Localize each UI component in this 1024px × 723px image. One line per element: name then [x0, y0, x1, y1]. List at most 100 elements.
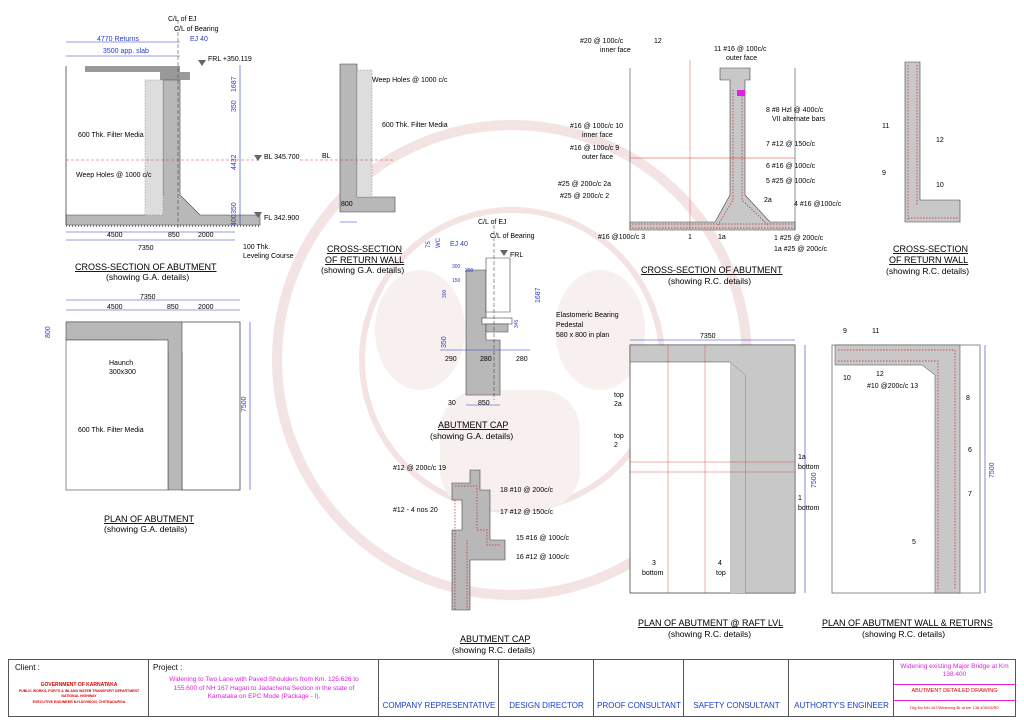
cap-bar-20: #12 - 4 nos 20 — [393, 507, 438, 514]
subtitle-plan-raft: (showing R.C. details) — [668, 629, 751, 639]
dim-4432: 4432 — [231, 154, 238, 170]
cs-return-ga — [300, 63, 396, 223]
rc-bar-7: 7 #12 @ 150c/c — [766, 141, 816, 148]
raft-top-2a: top — [614, 392, 624, 399]
dim-2000: 2000 — [198, 232, 214, 239]
title-cap-rc: ABUTMENT CAP — [460, 634, 530, 644]
company-rep-cell: COMPANY REPRESENTATIVE — [379, 660, 499, 716]
cap-cl-bearing: C/L of Bearing — [490, 233, 535, 240]
wall-bar-13: #10 @200c/c 13 — [867, 383, 918, 390]
exec-name: EXECUTIVE ENGINEER N.H.DIVISION, CHITRAD… — [32, 700, 126, 704]
rc-inner-face: inner face — [600, 47, 631, 54]
cap-bar-17: 17 #12 @ 150c/c — [500, 509, 554, 516]
wall-bar-9: 9 — [843, 328, 847, 335]
cl-bearing-label: C/L of Bearing — [174, 26, 219, 33]
title-cs-return-rc-2: OF RETURN WALL — [889, 255, 968, 265]
cap-280a: 280 — [480, 356, 492, 363]
weep-holes-2: Weep Holes @ 1000 c/c — [372, 77, 448, 84]
safety-cell: SAFETY CONSULTANT — [684, 660, 789, 716]
dim-850: 850 — [168, 232, 180, 239]
wall-bar-6: 6 — [968, 447, 972, 454]
rc-bar-4: 4 #16 @100c/c — [794, 201, 842, 208]
rc-bar-9: #16 @ 100c/c 9 — [570, 145, 619, 152]
plan-dim-800: 800 — [45, 326, 52, 338]
rc-bar-5: 5 #25 @ 100c/c — [766, 178, 816, 185]
plan-dim-7500: 7500 — [241, 396, 248, 412]
rc-bar-3: #16 @100c/c 3 — [598, 234, 645, 241]
raft-1: 1 — [798, 495, 802, 502]
rc-bar-10b: inner face — [582, 132, 613, 139]
gov-name: GOVERNMENT OF KARNATAKA — [40, 682, 118, 688]
rc-bar-1a: 1a — [718, 234, 726, 241]
cap-30: 30 — [448, 400, 456, 407]
filter-media-label: 600 Thk. Filter Media — [78, 132, 144, 139]
dim-350: 350 — [231, 100, 238, 112]
plan-dim-2000: 2000 — [198, 304, 214, 311]
cap-300c: 300 — [442, 289, 448, 298]
cap-ej40: EJ 40 — [450, 241, 468, 248]
wall-bar-12: 12 — [876, 371, 884, 378]
raft-dim-7350: 7350 — [700, 333, 716, 340]
wall-bar-11: 11 — [872, 328, 879, 335]
drawing-title: ABUTMENT DETAILED DRAWING — [911, 688, 998, 694]
subtitle-cs-return-rc: (showing R.C. details) — [886, 266, 969, 276]
rc-bar-20: #20 @ 100c/c — [580, 38, 624, 45]
title-cap-ga: ABUTMENT CAP — [438, 420, 508, 430]
haunch-size: 300x300 — [109, 369, 136, 376]
bl-label: BL 345.700 — [264, 154, 300, 161]
dim-800-ret: 800 — [341, 201, 353, 208]
proof-consultant: PROOF CONSULTANT — [597, 701, 681, 710]
rc-bar-2: #25 @ 200c/c 2 — [560, 193, 609, 200]
project-text: Widening to Two Lane with Paved Shoulder… — [169, 676, 359, 700]
wall-bar-8: 8 — [966, 395, 970, 402]
project-label: Project : — [153, 663, 183, 672]
returns-label: 4770 Returns — [97, 36, 140, 43]
raft-1a: 1a — [798, 454, 806, 461]
plan-dim-850: 850 — [167, 304, 179, 311]
rc-bar-6: 6 #16 @ 100c/c — [766, 163, 816, 170]
ret-bar-10: 10 — [936, 182, 944, 189]
rc-bar-8: 8 #8 Hzl @ 400c/c — [766, 107, 824, 114]
fl-label: FL 342.900 — [264, 215, 299, 222]
ret-bar-11: 11 — [882, 123, 889, 130]
rc-bar-8b: VII alternate bars — [772, 116, 826, 123]
cap-350: 350 — [441, 336, 448, 348]
wall-dim-7500: 7500 — [989, 462, 996, 478]
plan-dim-4500: 4500 — [107, 304, 123, 311]
cs-abutment-ga — [65, 20, 262, 241]
design-dir-cell: DESIGN DIRECTOR — [499, 660, 594, 716]
cap-290: 290 — [445, 356, 457, 363]
leveling-label-2: Leveling Course — [243, 253, 294, 260]
abutment-cap-ga — [440, 225, 530, 406]
dim-7350: 7350 — [138, 245, 154, 252]
title-plan-raft: PLAN OF ABUTMENT @ RAFT LVL — [638, 618, 783, 628]
subtitle-cap-ga: (showing G.A. details) — [430, 431, 513, 441]
cl-ej-label: C/L of EJ — [168, 16, 197, 23]
dept-name: PUBLIC WORKS, PORTS & INLAND WATER TRANS… — [18, 689, 140, 693]
pedestal-size: 580 x 800 in plan — [556, 332, 609, 339]
wall-bar-7: 7 — [968, 491, 972, 498]
app-slab-label: 3500 app. slab — [103, 48, 149, 55]
rc-bar-2a: #25 @ 200c/c 2a — [558, 181, 611, 188]
cs-return-rc — [904, 61, 961, 223]
cap-bar-18: 18 #10 @ 200c/c — [500, 487, 554, 494]
cap-bar-16: 16 #12 @ 100c/c — [516, 554, 570, 561]
raft-4-top: top — [716, 570, 726, 577]
subtitle-cs-abutment-ga: (showing G.A. details) — [106, 272, 189, 282]
cap-cl-ej: C/L of EJ — [478, 219, 507, 226]
raft-top-2a-num: 2a — [614, 401, 622, 408]
proof-cell: PROOF CONSULTANT — [594, 660, 684, 716]
title-cs-return-ga-2: OF RETURN WALL — [325, 255, 404, 265]
project-cell: Project : Widening to Two Lane with Pave… — [149, 660, 379, 716]
ej40-label: EJ 40 — [190, 36, 208, 43]
subtitle-cap-rc: (showing R.C. details) — [452, 645, 535, 655]
dim-1687: 1687 — [231, 76, 238, 92]
subtitle-plan-abutment-ga: (showing G.A. details) — [104, 524, 187, 534]
plan-abutment-ga — [65, 299, 251, 491]
raft-top-2-num: 2 — [614, 442, 618, 449]
nh-name: NATIONAL HIGHWAY — [61, 694, 97, 698]
filter-media-2: 600 Thk. Filter Media — [382, 122, 448, 129]
cap-150: 150 — [452, 278, 461, 284]
drawing-info-cell: Widening existing Major Bridge at Km 138… — [894, 660, 1015, 716]
filter-media-3: 600 Thk. Filter Media — [78, 427, 144, 434]
